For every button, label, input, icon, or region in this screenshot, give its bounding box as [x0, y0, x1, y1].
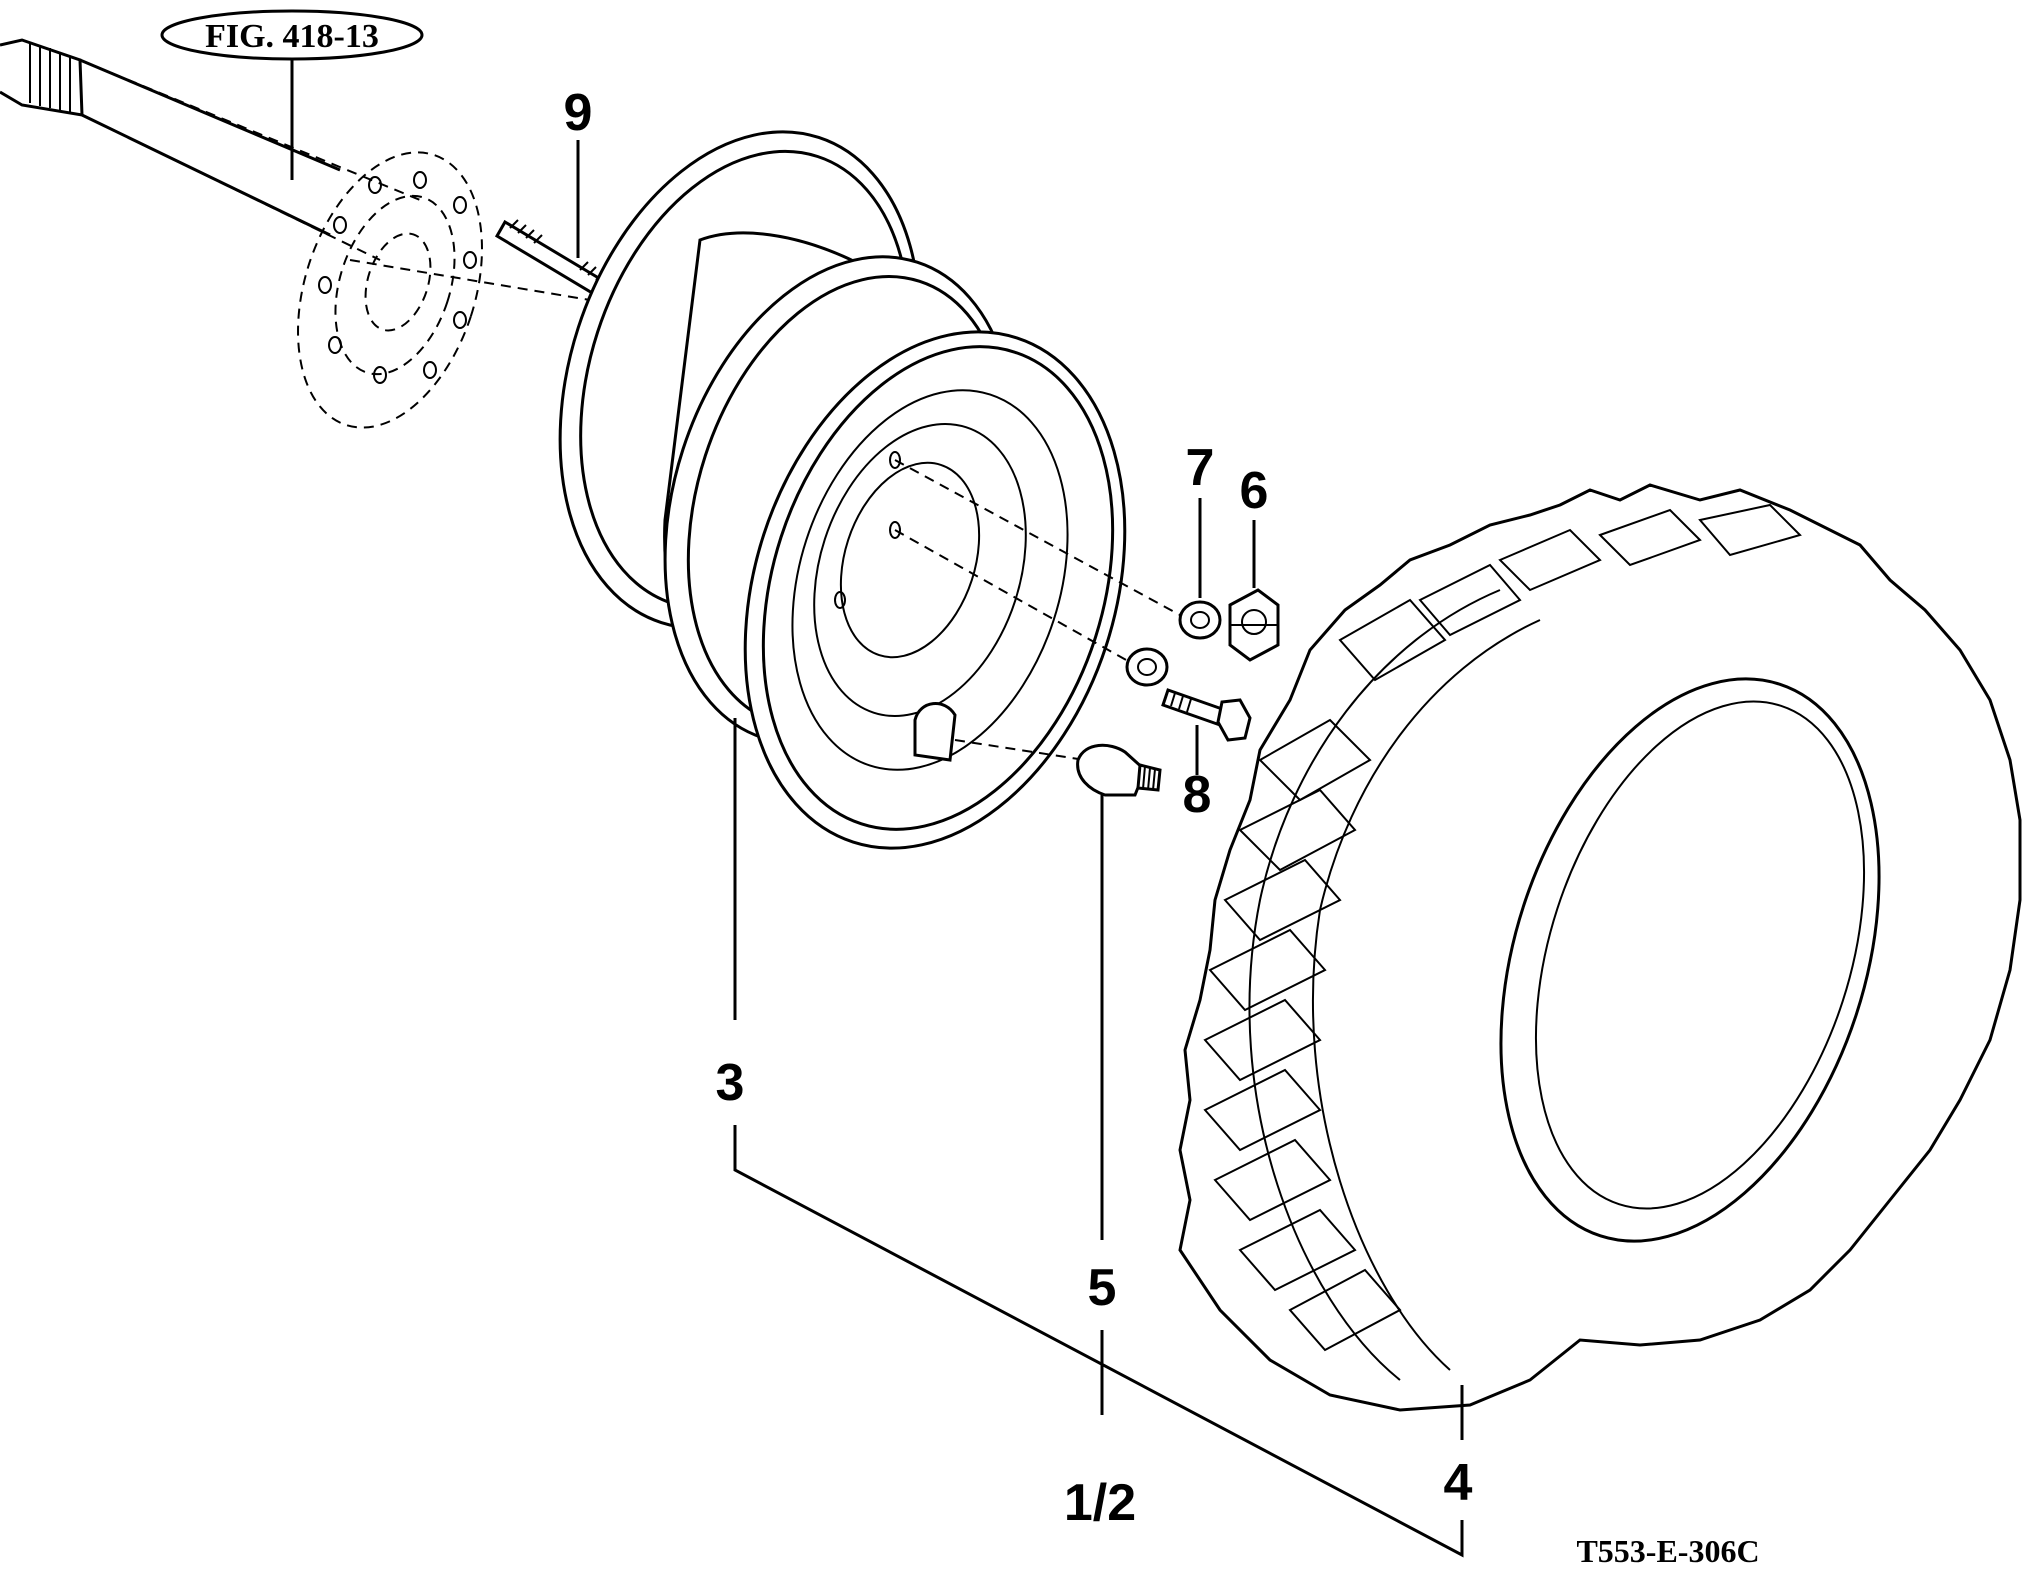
callout-stud: 9: [564, 84, 593, 142]
hub-flange: [297, 151, 483, 429]
callout-rim: 3: [716, 1054, 745, 1112]
callout-tire: 4: [1444, 1454, 1473, 1512]
figure-reference: FIG. 418-13: [160, 9, 424, 180]
callout-wheel-assembly: 1/2: [1064, 1474, 1136, 1532]
callout-valve: 5: [1088, 1259, 1117, 1317]
callout-lock-washer: 7: [1186, 439, 1215, 497]
callout-bolt: 8: [1183, 766, 1212, 824]
callout-nut: 6: [1240, 462, 1269, 520]
figure-reference-label: FIG. 418-13: [205, 18, 379, 55]
lock-washer: [1125, 600, 1222, 687]
drawing-code: T553-E-306C: [1576, 1533, 1759, 1569]
valve-stem: [1076, 743, 1162, 797]
tire: [1178, 483, 2022, 1412]
wheel-bolt: [1161, 688, 1252, 742]
wheel-rim: [558, 130, 1181, 850]
assembly-bracket: [733, 1125, 1464, 1558]
wheel-nut: [1228, 588, 1280, 662]
